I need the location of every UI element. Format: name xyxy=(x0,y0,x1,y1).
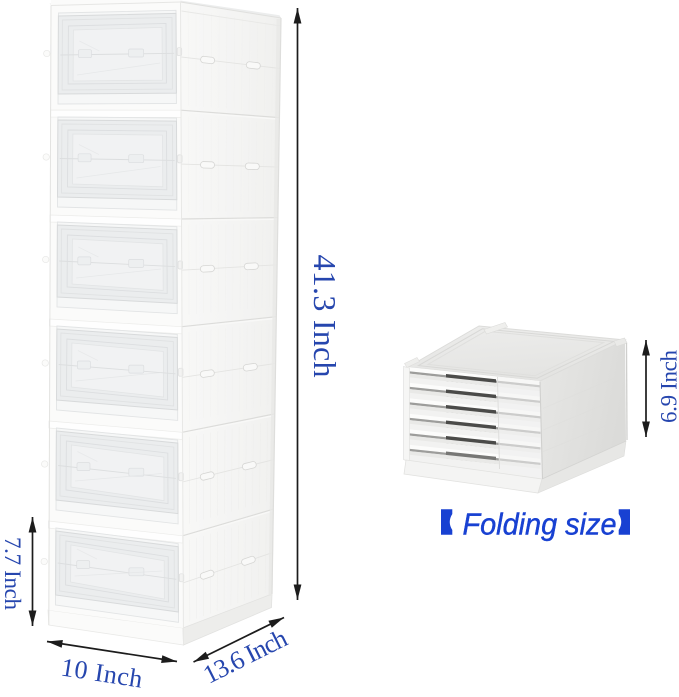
svg-text:6.9 Inch: 6.9 Inch xyxy=(657,350,679,424)
svg-text:Folding size: Folding size xyxy=(463,507,617,542)
svg-text:7.7 Inch: 7.7 Inch xyxy=(0,537,25,611)
svg-text:41.3 Inch: 41.3 Inch xyxy=(307,255,343,378)
